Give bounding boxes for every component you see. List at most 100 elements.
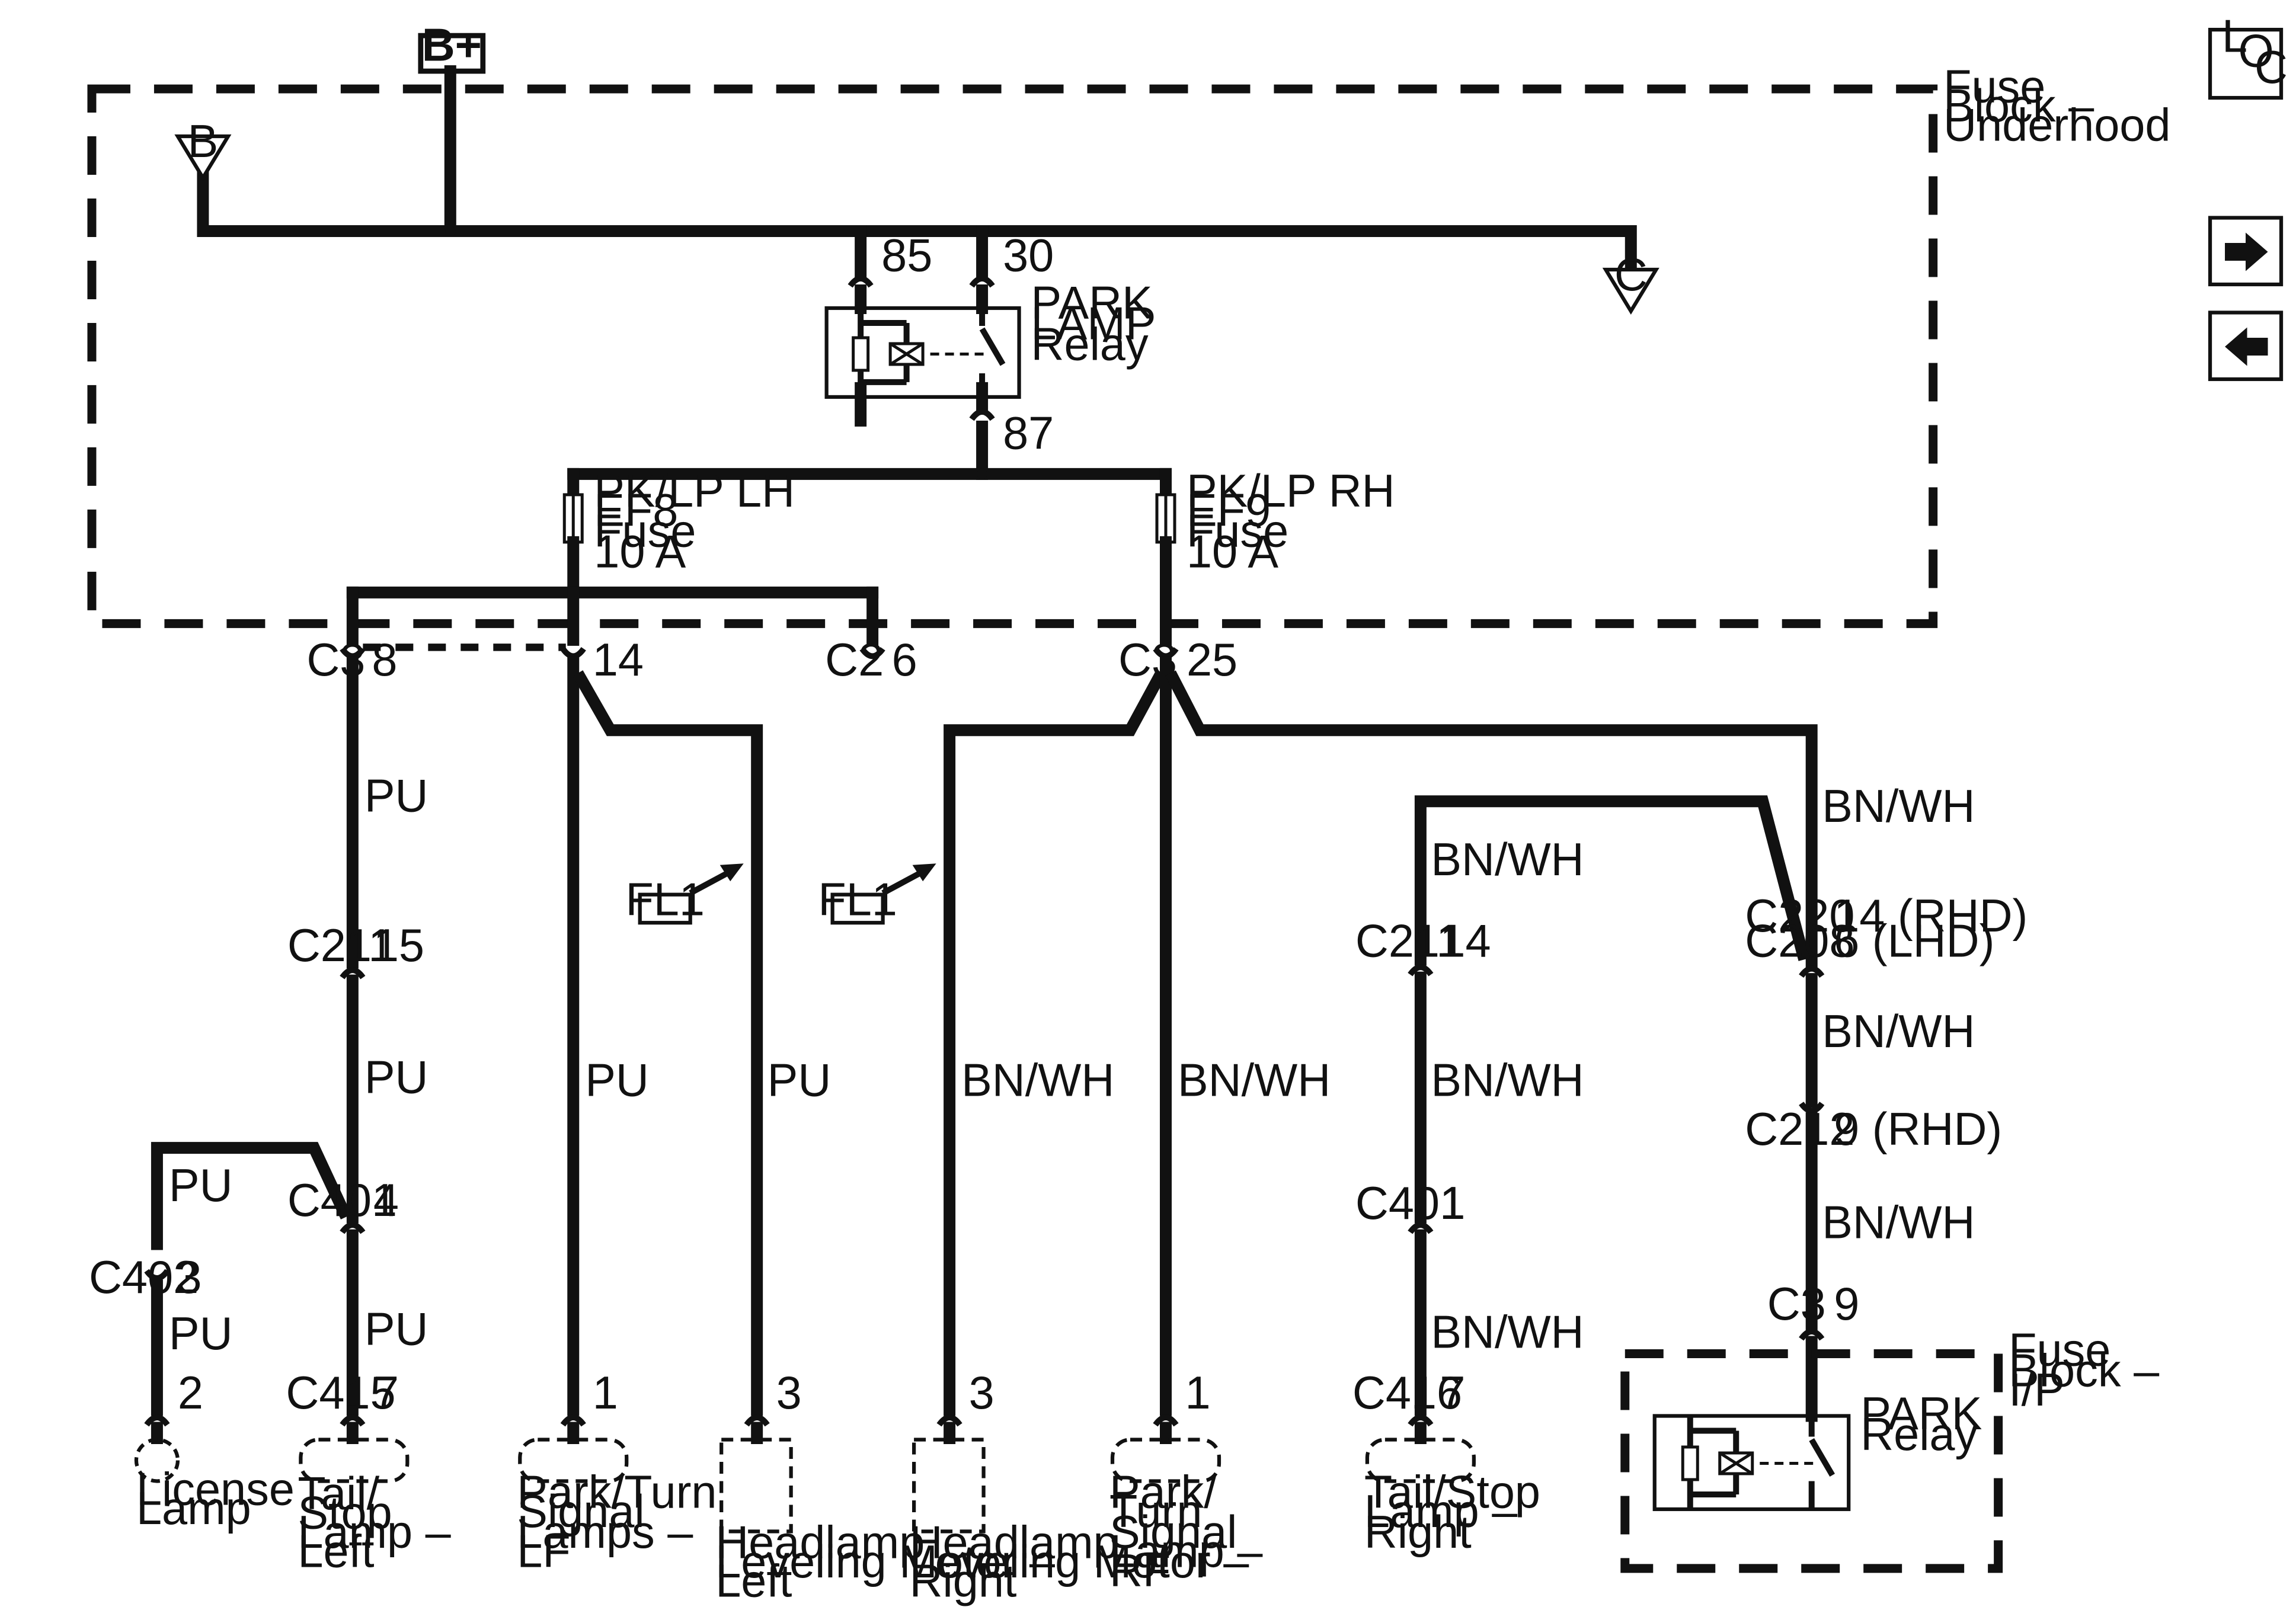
svg-text:BN/WH: BN/WH <box>961 1055 1114 1106</box>
park-turn-lamp-rf <box>1110 1438 1221 1483</box>
svg-text:25: 25 <box>1187 635 1237 686</box>
headlamp-leveling-motor-right <box>912 1438 986 1534</box>
terminal-license-2: 2 <box>144 1368 203 1444</box>
svg-text:C2: C2 <box>825 635 884 686</box>
svg-text:RF: RF <box>1109 1545 1171 1596</box>
svg-text:Right: Right <box>910 1555 1017 1606</box>
svg-text:PK/LP RH: PK/LP RH <box>1187 466 1395 517</box>
svg-text:Block –: Block – <box>1943 81 2094 132</box>
connector-c211-15: C211 15 <box>287 920 424 971</box>
connector-c401-1: C401 1 <box>1355 1178 1466 1229</box>
fl1-reference-right: FL1 <box>818 875 897 926</box>
locator-button[interactable]: L O C <box>2208 11 2288 100</box>
park-relay <box>1652 1414 1851 1512</box>
b-plus-bus <box>197 169 1637 276</box>
svg-text:FL1: FL1 <box>625 875 705 926</box>
svg-text:C211: C211 <box>287 920 394 971</box>
svg-text:14 (RHD): 14 (RHD) <box>1834 891 2028 942</box>
offpage-c-indicator: C <box>1602 249 1659 315</box>
svg-text:LF: LF <box>517 1526 570 1577</box>
svg-text:Signal: Signal <box>1109 1507 1237 1558</box>
svg-text:C3: C3 <box>1767 1279 1826 1330</box>
svg-text:FL1: FL1 <box>818 875 897 926</box>
svg-text:BN/WH: BN/WH <box>1178 1055 1331 1106</box>
license-lamp <box>134 1438 180 1483</box>
terminal-hlm-right-3: 3 <box>936 1368 994 1444</box>
svg-text:BN/WH: BN/WH <box>1431 834 1584 885</box>
headlamp-leveling-motor-right-label: Headlamp Leveling Motor – Right <box>910 1517 1250 1606</box>
svg-text:I/P: I/P <box>2009 1365 2065 1416</box>
terminal-lf-park-turn-1: 1 <box>560 1368 618 1444</box>
svg-text:3: 3 <box>776 1368 802 1419</box>
svg-text:1: 1 <box>593 1368 618 1419</box>
svg-text:Lamp –: Lamp – <box>1109 1526 1263 1577</box>
svg-text:Right: Right <box>1364 1507 1472 1558</box>
svg-text:Tail/Stop: Tail/Stop <box>1364 1467 1540 1518</box>
svg-text:EF9: EF9 <box>1187 485 1271 536</box>
arrow-icon <box>912 863 936 882</box>
svg-text:C212: C212 <box>1745 1104 1854 1155</box>
svg-text:B: B <box>188 116 219 167</box>
svg-text:7: 7 <box>373 1368 399 1419</box>
svg-text:Fuse: Fuse <box>2009 1325 2110 1376</box>
previous-page-button[interactable] <box>2208 311 2284 382</box>
svg-text:Relay: Relay <box>1031 319 1149 370</box>
svg-text:PU: PU <box>169 1160 233 1211</box>
svg-text:9: 9 <box>1834 1279 1859 1330</box>
fuse-block-underhood-outline <box>87 84 1938 628</box>
svg-text:Headlamp: Headlamp <box>715 1517 925 1568</box>
svg-text:O: O <box>2239 26 2274 77</box>
license-lamp-label: License Lamp <box>136 1464 295 1534</box>
tail-stop-lamp-right <box>1365 1438 1476 1483</box>
svg-text:BN/WH: BN/WH <box>1822 781 1975 832</box>
svg-text:2: 2 <box>178 1368 203 1419</box>
battery-positive-source: B+ <box>418 20 486 74</box>
terminal-rf-park-turn-1: 1 <box>1153 1368 1211 1444</box>
connector-c212: C212 9 (RHD) <box>1745 1104 2002 1155</box>
svg-text:Fuse: Fuse <box>1187 505 1288 556</box>
splice-node <box>977 469 987 479</box>
svg-text:License: License <box>136 1464 295 1515</box>
svg-text:10 A: 10 A <box>594 526 686 577</box>
park-turn-lamps-lf <box>518 1438 629 1483</box>
svg-text:BN/WH: BN/WH <box>1431 1307 1584 1358</box>
svg-text:Lamps –: Lamps – <box>517 1507 693 1558</box>
tail-stop-lamp-left <box>299 1438 410 1483</box>
svg-text:14: 14 <box>1440 916 1491 967</box>
svg-text:PU: PU <box>169 1308 233 1359</box>
connector-c401-4: C401 4 <box>287 1175 399 1226</box>
next-page-button[interactable] <box>2208 216 2284 287</box>
svg-text:C: C <box>1614 249 1648 300</box>
svg-text:Underhood: Underhood <box>1943 100 2170 151</box>
svg-text:LAMP: LAMP <box>1031 298 1156 349</box>
svg-text:Park/Turn: Park/Turn <box>517 1467 717 1518</box>
svg-text:Left: Left <box>298 1526 374 1577</box>
svg-text:C211: C211 <box>1355 916 1462 967</box>
svg-text:8: 8 <box>372 635 397 686</box>
svg-text:PU: PU <box>364 771 428 822</box>
park-turn-lamps-lf-label: Park/Turn Signal Lamps – LF <box>517 1467 717 1577</box>
svg-text:Fuse: Fuse <box>1943 62 2045 113</box>
svg-text:1: 1 <box>1185 1368 1210 1419</box>
svg-text:Leveling Motor –: Leveling Motor – <box>910 1537 1250 1587</box>
fl1-reference-left: FL1 <box>625 875 705 926</box>
fuse-ef9 <box>1155 493 1176 544</box>
connector-c3-9: C3 9 <box>1767 1279 1860 1330</box>
fuse-ef8-label: PK/LP LH EF8 Fuse 10 A <box>594 466 795 577</box>
svg-text:Lamp –: Lamp – <box>1364 1486 1518 1537</box>
svg-text:C401: C401 <box>1355 1178 1465 1229</box>
svg-text:7: 7 <box>1440 1368 1465 1419</box>
svg-text:Leveling Motor –: Leveling Motor – <box>715 1537 1056 1587</box>
fuse-ef8 <box>562 493 584 544</box>
connector-c220-c208: C220 14 (RHD) C208 6 (LHD) <box>1745 891 2028 966</box>
svg-text:30: 30 <box>1003 230 1054 281</box>
headlamp-leveling-motor-left <box>720 1438 793 1534</box>
terminal-hlm-left-3: 3 <box>744 1368 802 1444</box>
offpage-b-indicator: B <box>174 116 232 182</box>
park-turn-lamp-rf-label: Park/ Turn Signal Lamp – RF <box>1109 1467 1263 1596</box>
tail-stop-lamp-right-label: Tail/Stop Lamp – Right <box>1364 1467 1540 1557</box>
svg-text:Left: Left <box>715 1555 792 1606</box>
connector-c2-6: C2 6 <box>825 635 917 686</box>
svg-text:Park/: Park/ <box>1109 1467 1217 1518</box>
